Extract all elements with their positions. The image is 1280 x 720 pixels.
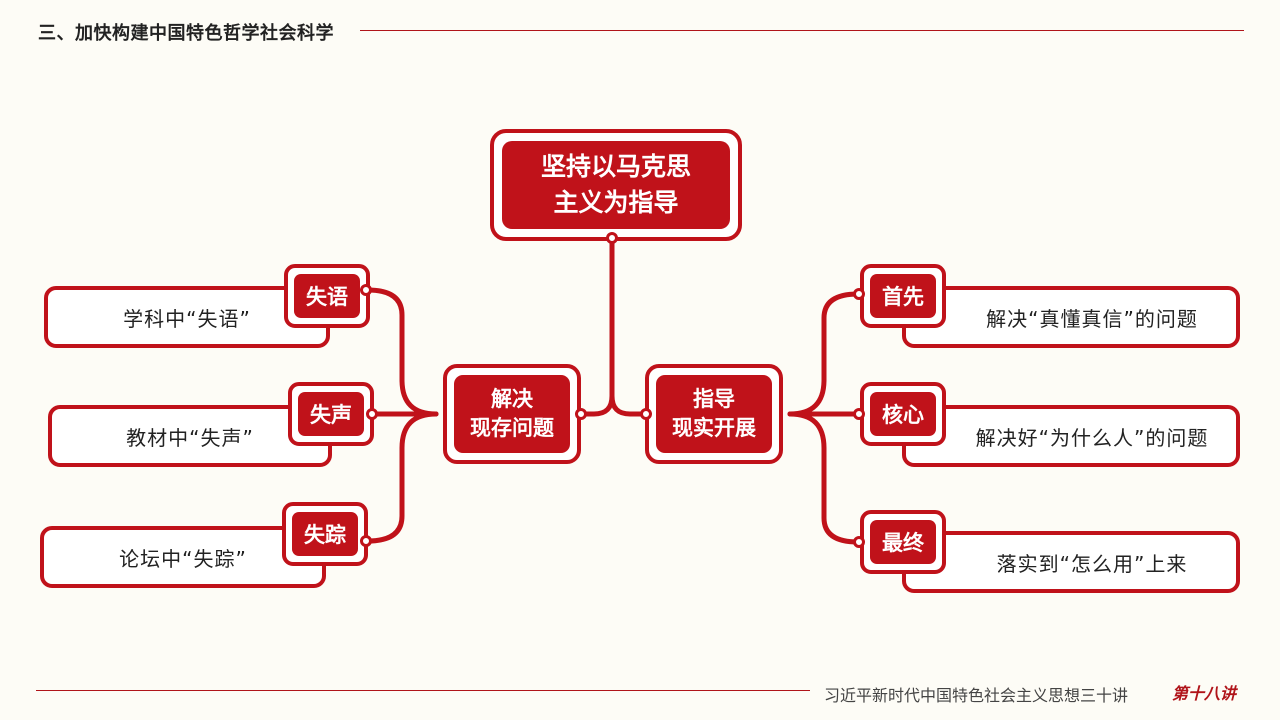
right-tag-1-dot [853,288,865,300]
left-tag-3: 失踪 [282,502,368,566]
left-branch-label: 解决 现存问题 [454,375,570,453]
left-tag-1-label: 失语 [294,274,360,318]
connector-left-3 [365,411,439,544]
right-leaf-3-text: 落实到“怎么用”上来 [996,551,1188,576]
page-title: 三、加快构建中国特色哲学社会科学 [38,23,334,44]
right-tag-3-dot [853,536,865,548]
right-leaf-1: 解决“真懂真信”的问题 [902,286,1240,348]
root-line-1: 坚持以马克思 [540,152,691,181]
left-tag-1-dot [360,284,372,296]
left-leaf-3-text: 论坛中“失踪” [119,546,247,571]
connector-left-1 [365,287,439,417]
left-branch-line-1: 解决 [491,387,533,411]
right-leaf-2: 解决好“为什么人”的问题 [902,405,1240,467]
left-branch-dot [575,408,587,420]
left-tag-1: 失语 [284,264,370,328]
right-tag-1: 首先 [860,264,946,328]
left-leaf-1-text: 学科中“失语” [123,306,251,331]
left-tag-3-dot [360,535,372,547]
connector-root-left [580,237,615,417]
left-leaf-1: 学科中“失语” [44,286,330,348]
left-leaf-3: 论坛中“失踪” [40,526,326,588]
right-branch-line-1: 指导 [693,387,735,411]
right-tag-3-label: 最终 [870,520,936,564]
left-leaf-2: 教材中“失声” [48,405,332,467]
right-tag-3: 最终 [860,510,946,574]
footer-series-title: 习近平新时代中国特色社会主义思想三十讲 [824,686,1129,705]
right-leaf-2-text: 解决好“为什么人”的问题 [975,425,1209,450]
left-tag-2-dot [366,408,378,420]
root-connector-dot [606,232,618,244]
right-leaf-1-text: 解决“真懂真信”的问题 [986,306,1198,331]
header-divider [360,30,1244,31]
right-branch-node: 指导 现实开展 [645,364,783,464]
root-node: 坚持以马克思 主义为指导 [490,129,742,241]
right-branch-label: 指导 现实开展 [656,375,772,453]
right-tag-1-label: 首先 [870,274,936,318]
left-tag-2: 失声 [288,382,374,446]
footer-lecture-badge: 第十八讲 [1172,684,1237,703]
left-tag-3-label: 失踪 [292,512,358,556]
footer-divider [36,690,810,691]
right-tag-2: 核心 [860,382,946,446]
left-branch-line-2: 现存问题 [470,416,554,440]
left-leaf-2-text: 教材中“失声” [126,425,254,450]
connector-right-1 [787,291,861,417]
right-tag-2-label: 核心 [870,392,936,436]
right-tag-2-dot [853,408,865,420]
root-node-label: 坚持以马克思 主义为指导 [502,141,730,229]
right-branch-line-2: 现实开展 [672,416,756,440]
connector-root-right [609,393,649,417]
left-branch-node: 解决 现存问题 [443,364,581,464]
left-tag-2-label: 失声 [298,392,364,436]
right-branch-dot [640,408,652,420]
root-line-2: 主义为指导 [553,188,679,217]
right-leaf-3: 落实到“怎么用”上来 [902,531,1240,593]
connector-right-3 [787,411,861,545]
